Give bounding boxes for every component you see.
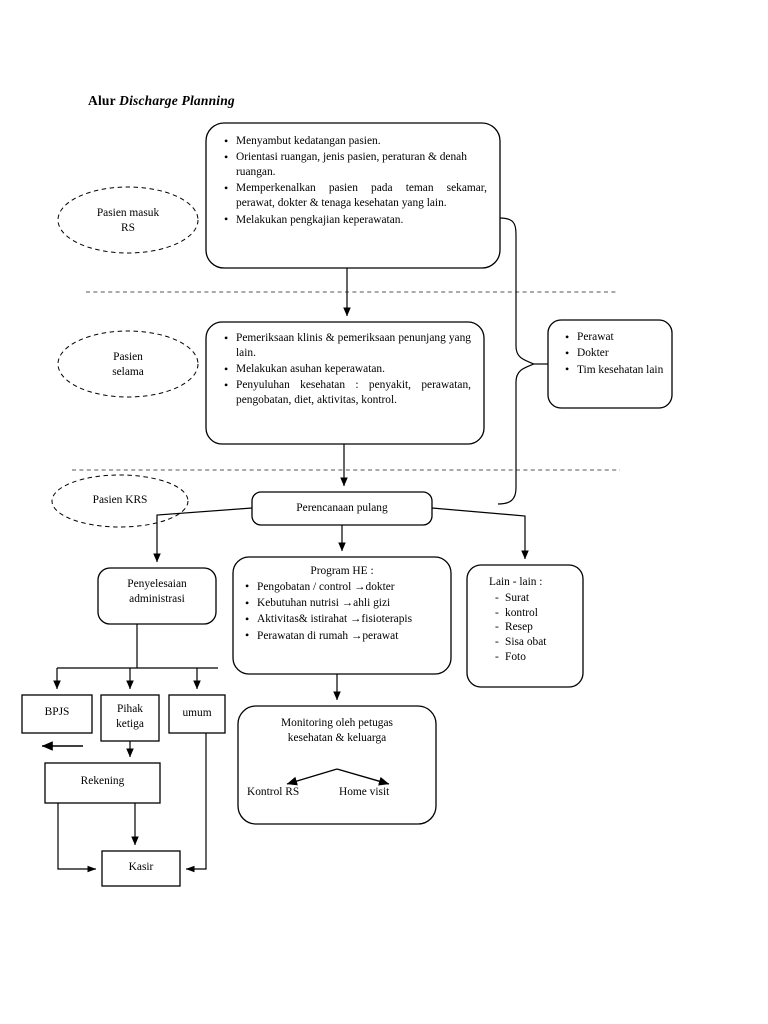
rekening-label: Rekening — [80, 775, 125, 787]
box-kasir — [101, 850, 181, 887]
kasir-label: Kasir — [128, 861, 154, 873]
admin-settlement-label: Penyelesaian administrasi — [127, 578, 187, 605]
box-monitoring — [237, 705, 437, 825]
list-item: Resep — [495, 620, 581, 635]
box-pihak-ketiga — [100, 694, 160, 742]
monitoring-home-visit-label: Home visit — [339, 786, 390, 798]
phase-label-pasien-masuk: Pasien masuk RS — [96, 207, 160, 234]
box-admin-settlement — [97, 567, 217, 625]
list-item: Melakukan asuhan keperawatan. — [224, 362, 471, 377]
other-items-block: Lain - lain : Surat kontrol Resep Sisa o… — [489, 575, 581, 665]
payer-label-bpjs: BPJS — [44, 706, 70, 718]
list-item: Sisa obat — [495, 635, 581, 650]
connector-umum-to-kasir — [185, 733, 207, 873]
list-item: Melakukan pengkajian keperawatan. — [224, 212, 487, 227]
list-item: Pengobatan / control →dokter — [245, 579, 444, 594]
connector-plan-to-other — [431, 507, 529, 560]
box-rekening — [44, 762, 161, 804]
connector-monitoring-to-kontrol-rs — [286, 768, 338, 786]
page-title-italic: Discharge Planning — [119, 93, 235, 108]
phase-label-pasien-selama: Pasien selama — [112, 351, 144, 378]
admission-list: Menyambut kedatangan pasien. Orientasi r… — [221, 134, 487, 229]
list-item: Memperkenalkan pasien pada teman sekamar… — [224, 181, 487, 211]
list-item: Orientasi ruangan, jenis pasien, peratur… — [224, 150, 487, 180]
care-team-list: Perawat Dokter Tim kesehatan lain — [562, 330, 666, 379]
program-he-block: Program HE : Pengobatan / control →dokte… — [240, 564, 444, 645]
list-item: Kebutuhan nutrisi →ahli gizi — [245, 596, 444, 611]
program-he-heading: Program HE : — [310, 565, 374, 577]
connector-brace-to-care-team — [497, 217, 536, 505]
connector-rekening-left-to-kasir — [57, 803, 97, 873]
list-item: Perawat — [565, 330, 666, 345]
list-item: Penyuluhan kesehatan : penyakit, perawat… — [224, 378, 471, 408]
other-items-heading: Lain - lain : — [489, 576, 543, 588]
list-item: Aktivitas& istirahat →fisioterapis — [245, 612, 444, 627]
payer-label-pihak-ketiga: Pihak ketiga — [116, 703, 144, 730]
monitoring-heading: Monitoring oleh petugas kesehatan & kelu… — [281, 717, 393, 744]
payer-label-umum: umum — [182, 707, 212, 719]
page-title-prefix: Alur — [88, 93, 120, 108]
phase-ellipse-pasien-selama — [57, 330, 199, 398]
box-bpjs — [21, 694, 93, 734]
list-item: Perawatan di rumah →perawat — [245, 628, 444, 643]
box-umum — [168, 694, 226, 734]
list-item: Menyambut kedatangan pasien. — [224, 134, 487, 149]
connector-plan-to-admin — [153, 507, 253, 563]
list-item: kontrol — [495, 606, 581, 621]
list-item: Pemeriksaan klinis & pemeriksaan penunja… — [224, 331, 471, 361]
monitoring-kontrol-rs-label: Kontrol RS — [247, 786, 300, 798]
page-title: Alur Discharge Planning — [88, 93, 235, 109]
list-item: Tim kesehatan lain — [565, 362, 666, 377]
list-item: Dokter — [565, 346, 666, 361]
discharge-planning-label: Perencanaan pulang — [296, 502, 388, 514]
list-item: Foto — [495, 650, 581, 665]
phase-label-pasien-krs: Pasien KRS — [92, 494, 148, 506]
phase-ellipse-pasien-krs — [51, 474, 189, 528]
phase-ellipse-pasien-masuk — [57, 186, 199, 254]
during-stay-list: Pemeriksaan klinis & pemeriksaan penunja… — [221, 331, 471, 410]
list-item: Surat — [495, 591, 581, 606]
connector-monitoring-to-home-visit — [336, 768, 390, 786]
